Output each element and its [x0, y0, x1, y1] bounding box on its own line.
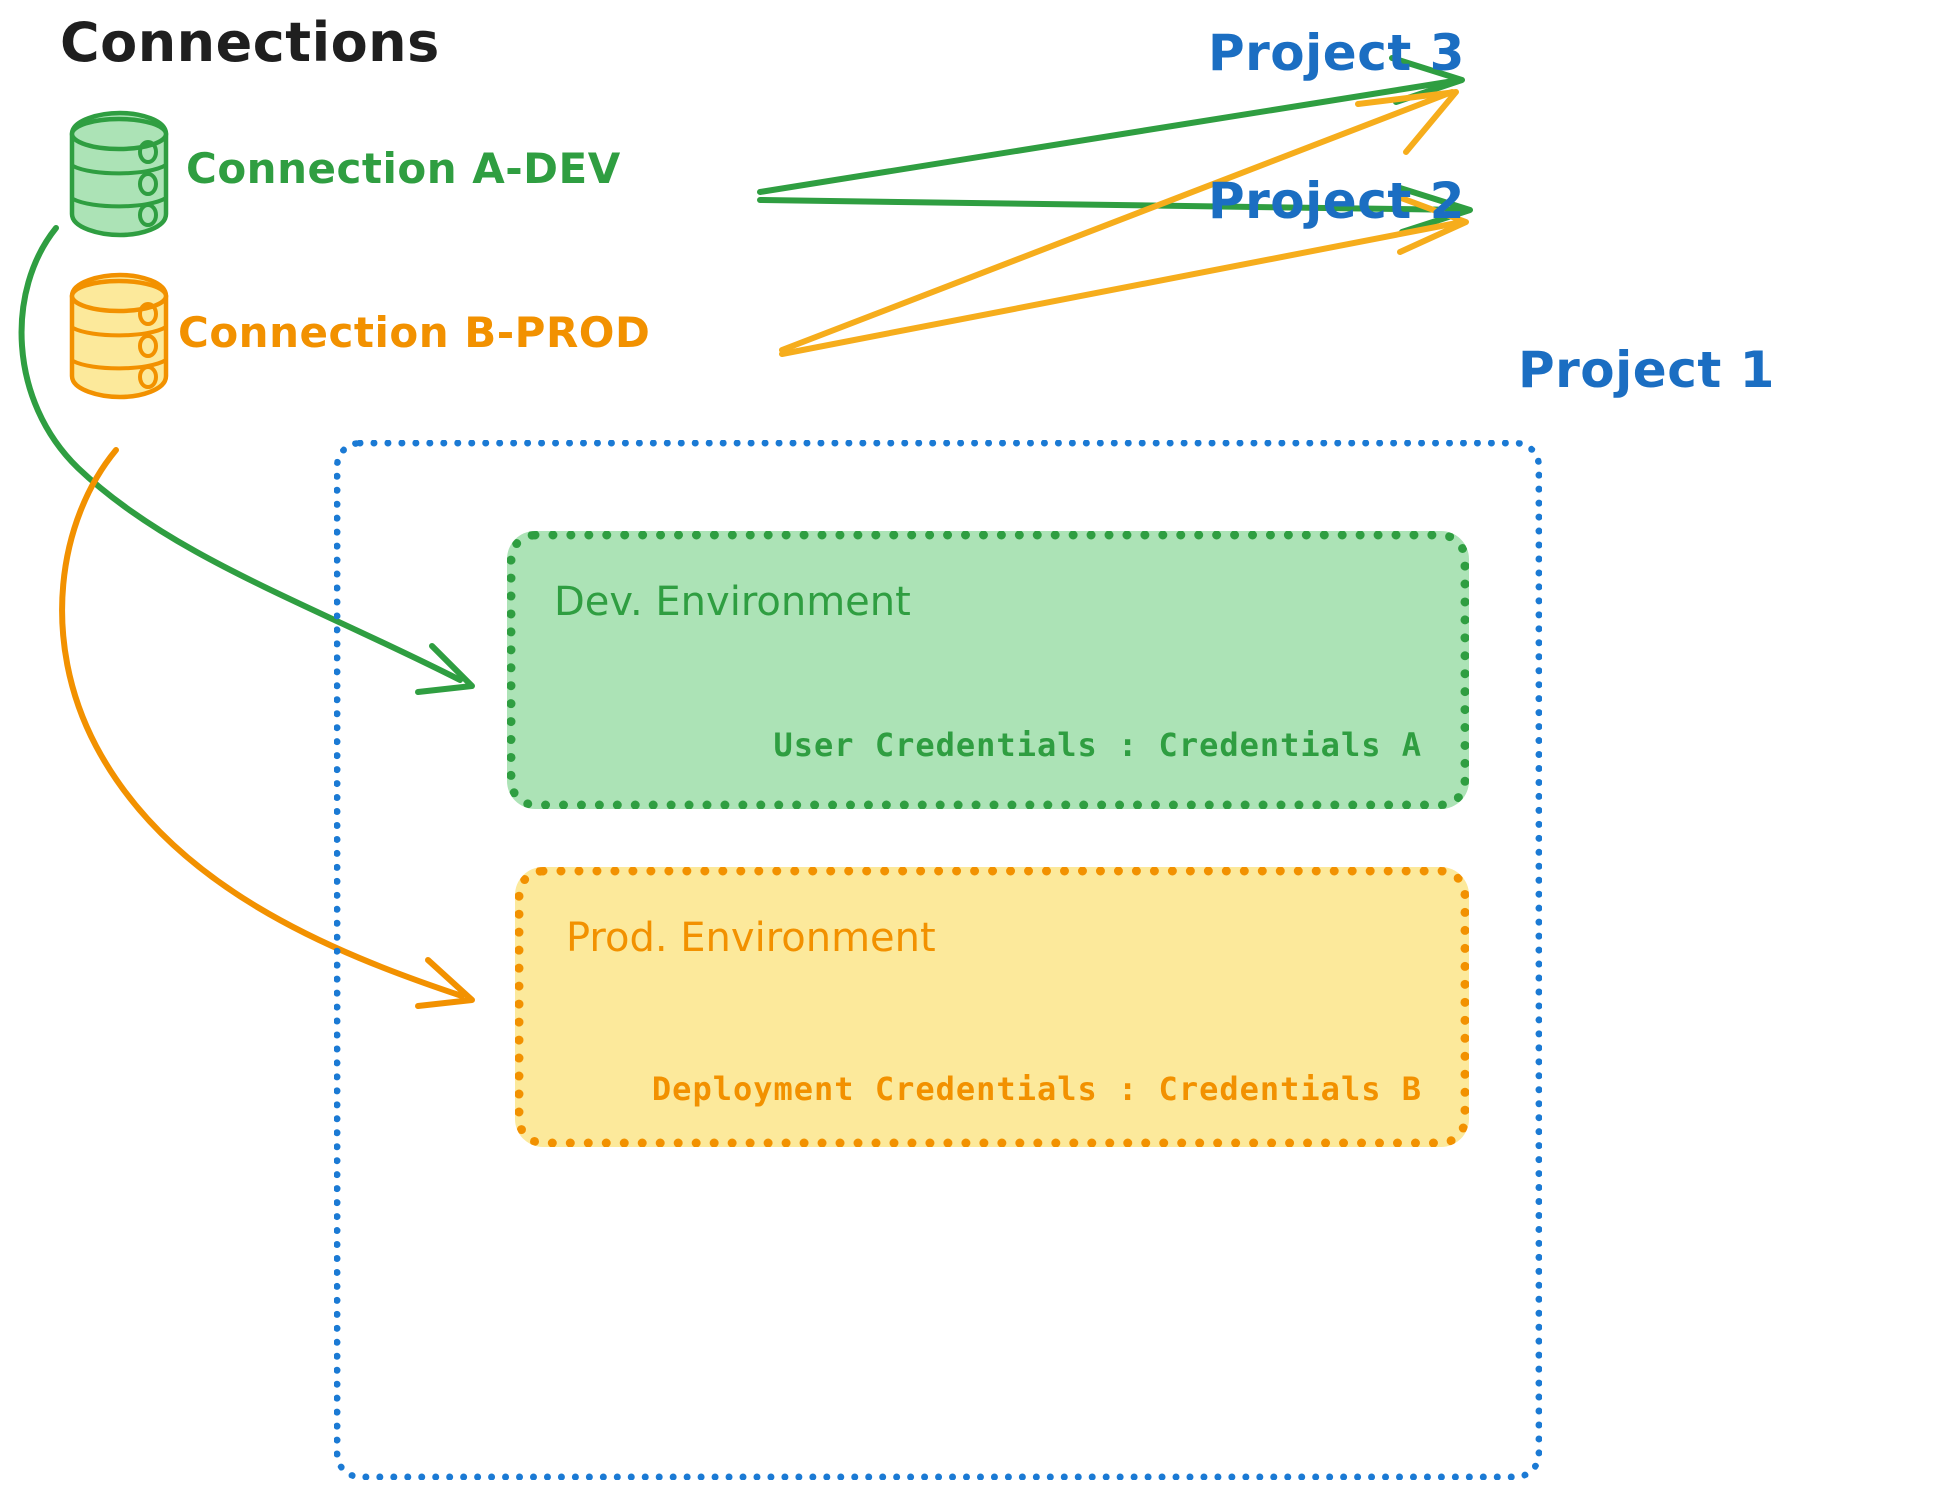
prod-environment-credentials: Deployment Credentials : Credentials B	[651, 1070, 1422, 1108]
database-cylinder-icon-b-prod	[69, 272, 169, 400]
connection-a-dev-label[interactable]: Connection A-DEV	[186, 144, 621, 193]
project-1-label[interactable]: Project 1	[1518, 341, 1775, 399]
edge-b-prod-to-project-2	[779, 193, 1469, 357]
prod-environment-title: Prod. Environment	[566, 915, 936, 961]
connection-b-prod-label[interactable]: Connection B-PROD	[178, 308, 651, 357]
prod-environment-box[interactable]: Prod. Environment Deployment Credentials…	[515, 867, 1469, 1147]
dev-environment-title: Dev. Environment	[554, 579, 911, 625]
edge-b-prod-to-project-3	[779, 89, 1459, 353]
database-cylinder-icon-a-dev	[69, 110, 169, 238]
page-title: Connections	[60, 11, 440, 74]
dev-environment-box[interactable]: Dev. Environment User Credentials : Cred…	[507, 531, 1469, 809]
project-1-container: Dev. Environment User Credentials : Cred…	[334, 440, 1542, 1480]
dev-environment-credentials: User Credentials : Credentials A	[773, 726, 1422, 764]
edge-a-dev-to-project-2	[757, 185, 1473, 235]
project-3-label[interactable]: Project 3	[1208, 24, 1465, 82]
project-2-label[interactable]: Project 2	[1208, 172, 1465, 230]
